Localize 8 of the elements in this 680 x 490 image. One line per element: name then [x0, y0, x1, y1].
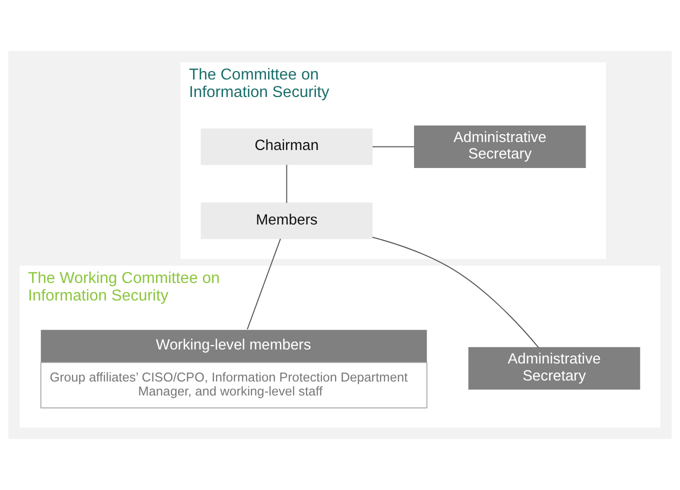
node-box: Chairman — [200, 128, 373, 166]
connector — [246, 238, 281, 330]
connector — [372, 236, 540, 348]
node-box: Administrative Secretary — [468, 347, 640, 390]
connector — [372, 146, 415, 148]
connector — [286, 164, 288, 204]
node-box: Administrative Secretary — [414, 126, 586, 168]
node-box: Members — [200, 202, 373, 240]
